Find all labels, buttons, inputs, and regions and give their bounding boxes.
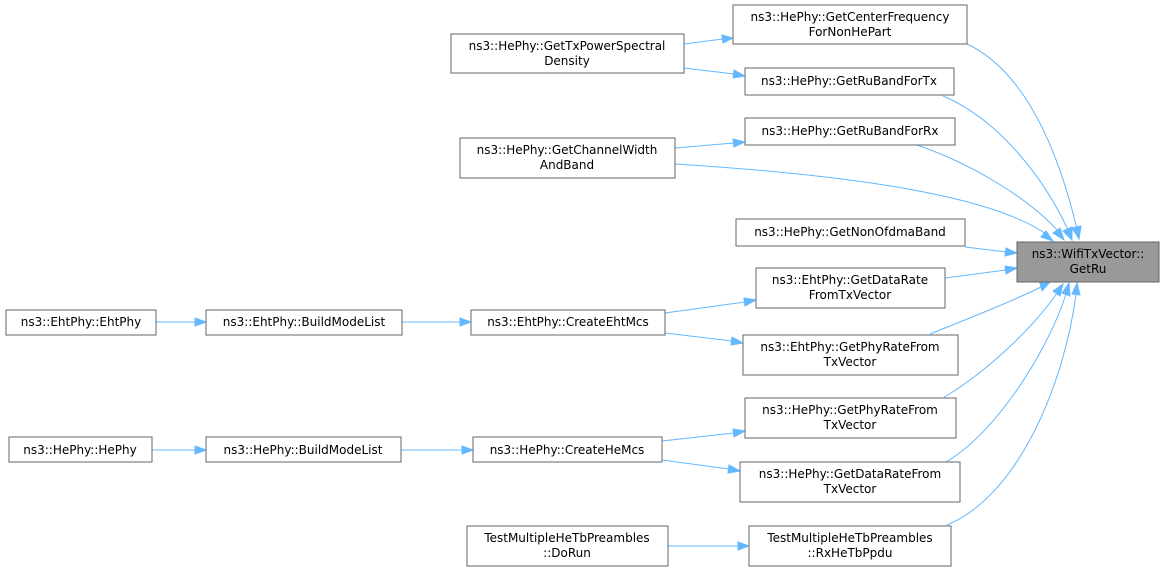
edge-eht-buildmodelist-to-createehtmcs	[402, 317, 473, 327]
node-hephy-getrubandfortx[interactable]: ns3::HePhy::GetRuBandForTx	[744, 67, 955, 96]
node-label-line: TestMultipleHeTbPreambles	[766, 531, 932, 545]
edge-eht-ehtphy-to-buildmodelist	[156, 317, 208, 327]
node-label-line: TxVector	[823, 482, 877, 496]
node-testmultiplehetbpreambles-rxhetbppdu[interactable]: TestMultipleHeTbPreambles ::RxHeTbPpdu	[748, 525, 952, 567]
node-label-line: AndBand	[540, 158, 594, 172]
node-label-line: ns3::HePhy::GetDataRateFrom	[759, 467, 941, 481]
edge-he-buildmodelist-to-createhemcs	[401, 445, 475, 455]
node-label-line: ns3::HePhy::GetChannelWidth	[477, 143, 658, 157]
node-label-line: ns3::HePhy::GetTxPowerSpectral	[469, 39, 666, 53]
edge-eht-getdatarate-to-getru	[944, 265, 1019, 279]
edge-test-dorun-to-rxhetbppdu	[668, 541, 751, 551]
node-label-line: TxVector	[823, 418, 877, 432]
node-wifitxvector-getru[interactable]: ns3::WifiTxVector:: GetRu	[1016, 241, 1160, 283]
edge-createhemcs-to-he-getphyrate	[661, 428, 747, 442]
node-hephy-getdataratefromtxvector[interactable]: ns3::HePhy::GetDataRateFrom TxVector	[739, 461, 961, 503]
node-ehtphy-buildmodelist[interactable]: ns3::EhtPhy::BuildModeList	[205, 309, 403, 336]
node-label-line: ns3::HePhy::GetRuBandForTx	[761, 74, 937, 88]
node-label-line: ns3::EhtPhy::CreateEhtMcs	[487, 315, 649, 329]
node-hephy-getcenterfrequencyfornonhepart[interactable]: ns3::HePhy::GetCenterFrequency ForNonHeP…	[732, 4, 968, 45]
edge-test-rxhetbppdu-to-getru	[946, 281, 1081, 526]
edge-he-getphyrate-to-getru	[942, 282, 1064, 399]
node-label-line: ns3::EhtPhy::EhtPhy	[21, 315, 141, 329]
node-label-line: Density	[544, 54, 590, 68]
node-label-line: ns3::WifiTxVector::	[1032, 247, 1145, 261]
node-ehtphy-getphyratefromtxvector[interactable]: ns3::EhtPhy::GetPhyRateFrom TxVector	[742, 334, 959, 376]
node-label-line: GetRu	[1070, 262, 1107, 276]
node-label-line: ns3::HePhy::GetNonOfdmaBand	[754, 225, 946, 239]
edge-he-hephy-to-buildmodelist	[152, 445, 208, 455]
edge-gettxpsd-to-getrubandfortx	[683, 67, 747, 79]
edge-getchannelwidth-to-getrubandforrx	[674, 138, 747, 149]
nodes: ns3::WifiTxVector:: GetRu ns3::HePhy::Ge…	[5, 4, 1160, 567]
edge-createehtmcs-to-eht-getdatarate	[664, 297, 758, 314]
node-hephy-getchannelwidthandband[interactable]: ns3::HePhy::GetChannelWidth AndBand	[459, 137, 676, 179]
edge-createhemcs-to-he-getdatarate	[661, 459, 742, 474]
node-ehtphy-ehtphy[interactable]: ns3::EhtPhy::EhtPhy	[5, 309, 157, 336]
edge-getcenterfreq-to-getru	[964, 42, 1082, 241]
edge-createehtmcs-to-eht-getphyrate	[664, 332, 745, 346]
node-hephy-hephy[interactable]: ns3::HePhy::HePhy	[8, 436, 153, 463]
node-label-line: ns3::HePhy::GetCenterFrequency	[751, 10, 950, 24]
node-label-line: ForNonHePart	[809, 25, 892, 39]
node-hephy-buildmodelist[interactable]: ns3::HePhy::BuildModeList	[205, 436, 402, 463]
node-label-line: ns3::HePhy::CreateHeMcs	[490, 443, 645, 457]
node-label-line: ns3::HePhy::BuildModeList	[224, 443, 383, 457]
node-hephy-getrubandforrx[interactable]: ns3::HePhy::GetRuBandForRx	[744, 117, 956, 146]
node-hephy-getnonofdmaband[interactable]: ns3::HePhy::GetNonOfdmaBand	[735, 218, 966, 247]
node-label-line: TxVector	[823, 355, 877, 369]
node-label-line: ns3::EhtPhy::GetPhyRateFrom	[760, 340, 939, 354]
edge-gettxpsd-to-getcenterfreq	[683, 34, 735, 45]
node-label-line: FromTxVector	[809, 288, 891, 302]
edge-getnonofdmaband-to-getru	[964, 246, 1019, 257]
node-hephy-gettxpowerspectraldensity[interactable]: ns3::HePhy::GetTxPowerSpectral Density	[450, 33, 685, 74]
node-ehtphy-getdataratefromtxvector[interactable]: ns3::EhtPhy::GetDataRate FromTxVector	[755, 267, 946, 309]
edges	[152, 34, 1082, 551]
edge-eht-getphyrate-to-getru	[929, 281, 1052, 335]
node-label-line: TestMultipleHeTbPreambles	[483, 531, 649, 545]
node-hephy-createhemcs[interactable]: ns3::HePhy::CreateHeMcs	[472, 436, 663, 463]
node-label-line: ns3::HePhy::HePhy	[23, 443, 137, 457]
node-label-line: ns3::HePhy::GetPhyRateFrom	[762, 403, 938, 417]
node-testmultiplehetbpreambles-dorun[interactable]: TestMultipleHeTbPreambles ::DoRun	[466, 525, 669, 567]
node-label-line: ns3::HePhy::GetRuBandForRx	[762, 124, 939, 138]
node-ehtphy-createehtmcs[interactable]: ns3::EhtPhy::CreateEhtMcs	[470, 309, 666, 336]
edge-getchannelwidth-to-getru	[674, 163, 1055, 242]
node-label-line: ::RxHeTbPpdu	[808, 546, 893, 560]
node-label-line: ns3::EhtPhy::GetDataRate	[772, 273, 928, 287]
edge-getrubandforrx-to-getru	[916, 144, 1065, 242]
edge-getrubandfortx-to-getru	[942, 95, 1073, 242]
node-hephy-getphyratefromtxvector[interactable]: ns3::HePhy::GetPhyRateFrom TxVector	[744, 397, 957, 439]
node-label-line: ns3::EhtPhy::BuildModeList	[223, 315, 386, 329]
node-label-line: ::DoRun	[543, 546, 591, 560]
edge-he-getdatarate-to-getru	[945, 281, 1071, 463]
